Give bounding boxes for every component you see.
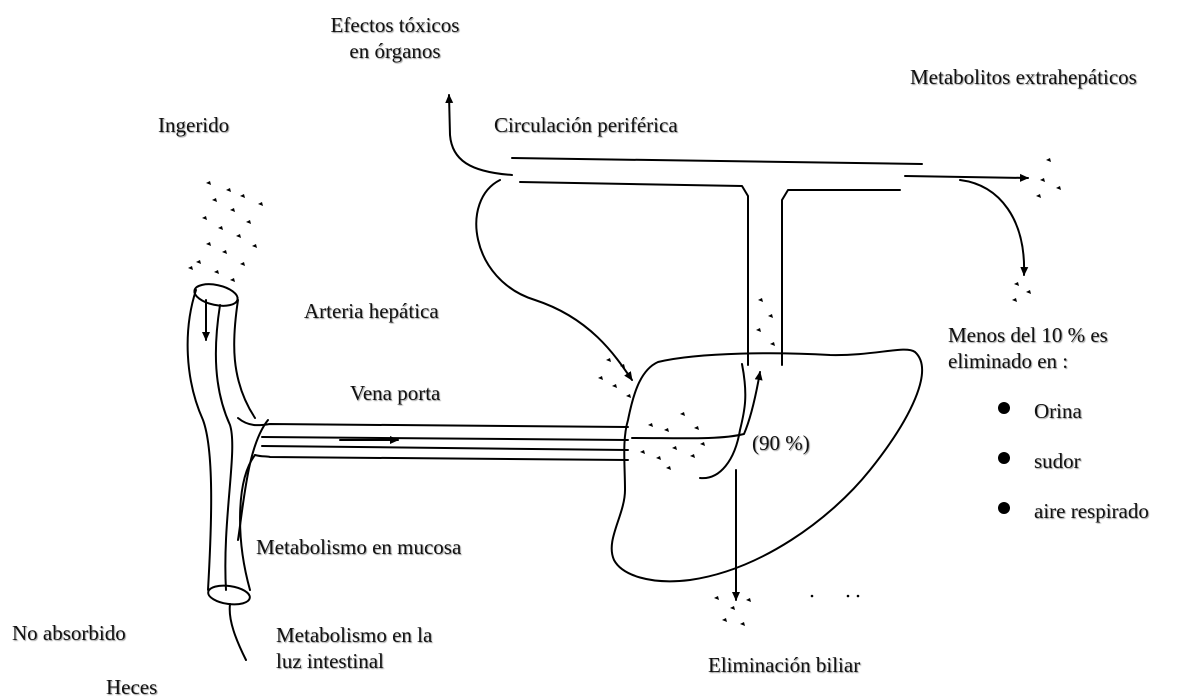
particle [230, 278, 235, 282]
particle [1036, 194, 1041, 198]
intestine-inner-wall [234, 300, 255, 418]
particle [212, 198, 217, 202]
circulation-bottom-right [782, 190, 900, 365]
particle [640, 450, 645, 454]
particle [1012, 298, 1017, 302]
particle [236, 234, 241, 238]
particle [230, 208, 235, 212]
label-heces: Heces [106, 674, 157, 700]
particle [672, 446, 677, 450]
particle [240, 262, 245, 266]
particle [690, 454, 695, 458]
particle [730, 606, 735, 610]
particle [1056, 186, 1061, 190]
extrahepatic-arrow [905, 176, 1028, 178]
vena-porta-bottom-line [262, 446, 628, 450]
particle [188, 266, 193, 270]
elimination-route-aire: aire respirado [1034, 498, 1149, 524]
heces-tail [230, 604, 246, 660]
particle [196, 260, 201, 264]
particle [811, 595, 814, 598]
elimination-route-orina: Orina [1034, 398, 1082, 424]
liver-lobe-line [700, 364, 745, 478]
bullet-icon [998, 452, 1010, 464]
particle [240, 194, 245, 198]
label-noventa: (90 %) [752, 430, 810, 456]
particle [246, 220, 251, 224]
particle [252, 244, 257, 248]
label-arteria-hepatica: Arteria hepática [304, 298, 439, 324]
particle [206, 181, 211, 185]
label-eliminacion-biliar: Eliminación biliar [708, 652, 860, 678]
particle [756, 328, 761, 332]
particle [680, 412, 685, 416]
arteria-hepatica-arrow [476, 180, 632, 380]
label-vena-porta: Vena porta [350, 380, 440, 406]
particle [1014, 282, 1019, 286]
label-circulacion-periferica: Circulación periférica [494, 112, 678, 138]
label-no-absorbido: No absorbido [12, 620, 126, 646]
particle [648, 423, 653, 427]
label-ingerido: Ingerido [158, 112, 229, 138]
particle [214, 270, 219, 274]
bullet-icon [998, 402, 1010, 414]
particle [226, 188, 231, 192]
vena-porta-mid-line [262, 437, 628, 440]
extrahepatic-down-arrow [960, 180, 1024, 275]
label-metabolismo-luz: Metabolismo en la luz intestinal [276, 622, 432, 674]
particle [758, 298, 763, 302]
label-menos-10: Menos del 10 % es eliminado en : [948, 322, 1108, 374]
particle [700, 442, 705, 446]
particle [768, 314, 773, 318]
particle [746, 598, 751, 602]
intestine-mucosa-line-left [216, 305, 232, 590]
particle [1040, 178, 1045, 182]
particle [857, 595, 860, 598]
particle [206, 242, 211, 246]
particle [202, 216, 207, 220]
elimination-route-sudor: sudor [1034, 448, 1081, 474]
particle [740, 622, 745, 626]
circulation-bottom-left [520, 182, 748, 365]
particle [612, 384, 617, 388]
intestine-outer-wall [188, 290, 212, 590]
particle [1026, 290, 1031, 294]
bullet-icon [998, 502, 1010, 514]
particle [218, 226, 223, 230]
vena-porta-top-line [238, 418, 628, 427]
intestine-bottom-opening [207, 583, 251, 607]
particle [847, 595, 850, 598]
particle [694, 426, 699, 430]
intestine-top-opening [192, 281, 239, 310]
particle [598, 376, 603, 380]
liver-outline [612, 350, 922, 582]
vena-porta-lower-line [255, 455, 628, 460]
particle [722, 618, 727, 622]
particle [258, 202, 263, 206]
particle [714, 596, 719, 600]
particle [664, 428, 669, 432]
particle [770, 342, 775, 346]
particle [656, 456, 661, 460]
particle [666, 466, 671, 470]
label-metabolitos-extrahepaticos: Metabolitos extrahepáticos [910, 64, 1137, 90]
particle [222, 250, 227, 254]
circulation-top-line [512, 158, 922, 164]
particle [1046, 158, 1051, 162]
particle [606, 358, 611, 362]
label-metabolismo-mucosa: Metabolismo en mucosa [256, 534, 461, 560]
label-efectos-toxicos: Efectos tóxicos en órganos [300, 12, 490, 64]
particle [626, 394, 631, 398]
